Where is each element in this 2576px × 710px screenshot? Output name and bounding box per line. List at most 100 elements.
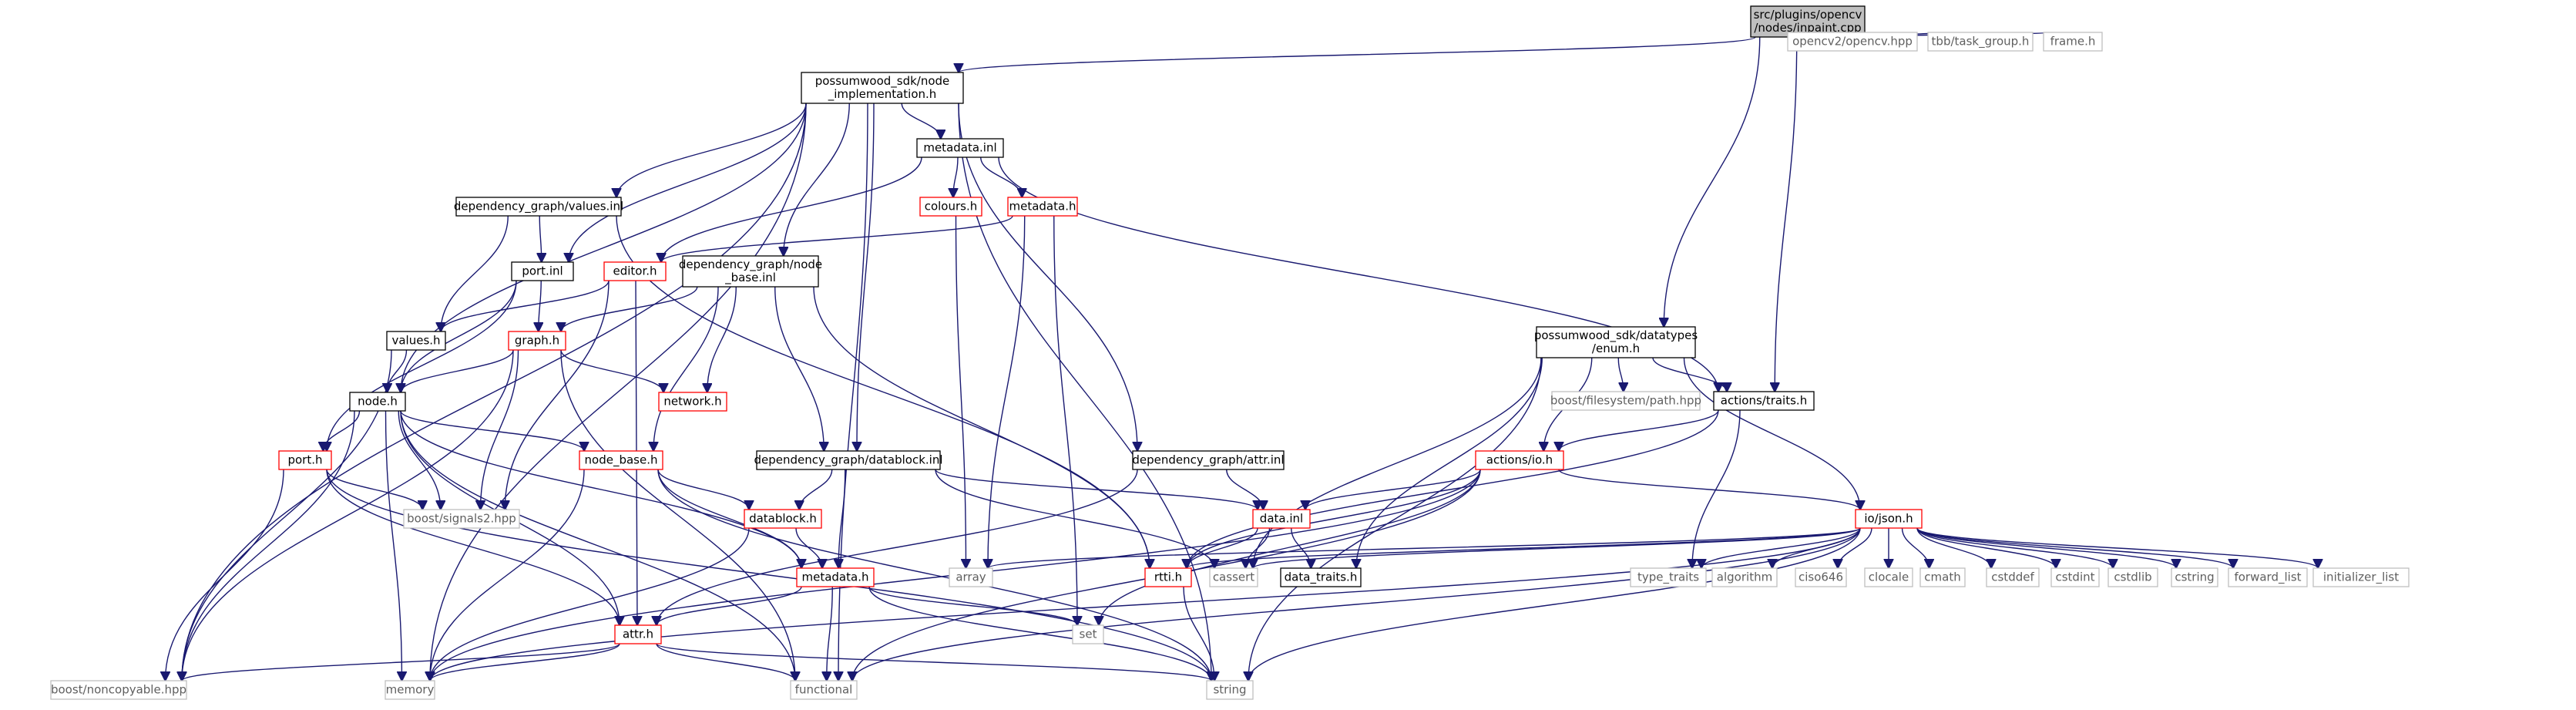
node-box [385,680,435,700]
node-label: boost/noncopyable.hpp [51,683,186,697]
node-box [1795,567,1847,587]
edge-nodeimpl-to-string [958,103,1211,681]
edge-metainl-to-editorh [661,156,922,262]
node-box [756,450,941,470]
node-box [603,261,667,281]
node-nodeimpl[interactable]: possumwood_sdk/node_implementation.h [801,72,964,104]
node-jsonh[interactable]: io/json.h [1855,509,1923,529]
edge-coloursh-to-array [955,215,966,568]
node-valuesinl[interactable]: dependency_graph/values.inl [454,197,623,217]
edge-attrh-to-noncopyable [182,643,620,681]
node-label: values.h [391,334,440,348]
edge-portinl-to-graphh [539,280,542,331]
node-label: attr.h [623,628,653,641]
node-label: string [1213,683,1246,697]
node-box [1280,567,1362,587]
node-cassert: cassert [1209,567,1258,587]
node-label: data.inl [1260,512,1303,526]
node-porth[interactable]: port.h [278,450,332,470]
node-datablockh[interactable]: datablock.h [744,509,822,529]
node-box [2228,567,2308,587]
edge-nodeh-to-nodebaseh [400,410,584,451]
node-portinl[interactable]: port.inl [511,261,574,281]
node-nodebaseh[interactable]: node_base.h [579,450,663,470]
edge-jsonh-to-cassert [1253,527,1861,568]
node-valuesh[interactable]: values.h [386,331,446,351]
edge-root-to-traitsh [1775,36,1798,392]
node-rttih[interactable]: rtti.h [1144,567,1192,587]
node-box [1986,567,2040,587]
edge-jsonh-to-typetraits [1701,527,1861,568]
node-box [1711,567,1778,587]
edge-metadatah1-to-editorh [661,215,1013,262]
node-box [1855,509,1923,529]
node-label: cstdint [2055,570,2094,584]
node-box [403,509,520,529]
edge-ioh-to-jsonh [1558,469,1860,510]
node-box [1864,567,1913,587]
edge-attrh-to-functional [656,643,795,681]
node-memory: memory [385,680,435,700]
node-label: _base.inl [724,271,776,285]
node-editorh[interactable]: editor.h [603,261,667,281]
node-attrinl[interactable]: dependency_graph/attr.inl [1132,450,1285,470]
node-box [1787,32,1918,52]
node-datatraits[interactable]: data_traits.h [1280,567,1362,587]
node-nodebaseinl[interactable]: dependency_graph/node_base.inl [679,255,822,288]
node-metadatah2[interactable]: metadata.h [796,567,875,587]
edge-jsonh-to-cstddef [1916,527,1991,568]
node-label: /enum.h [1592,342,1640,355]
node-label: metadata.h [802,570,869,584]
node-label: port.h [287,453,322,467]
node-string: string [1206,680,1254,700]
edge-enumh-to-datatraits [1356,357,1543,568]
edge-nodeh-to-boostsig [398,410,441,510]
node-datablockinl[interactable]: dependency_graph/datablock.inl [754,450,943,470]
node-label: cstddef [1991,570,2034,584]
edge-jsonh-to-ciso646 [1838,527,1872,568]
node-label: initializer_list [2323,570,2399,585]
node-graphh[interactable]: graph.h [508,331,566,351]
edge-nodeimpl-to-valuesinl [616,103,807,197]
edge-traitsh-to-ioh [1559,409,1719,451]
edge-nodeimpl-to-memory [430,103,807,681]
node-label: src/plugins/opencv [1754,8,1862,22]
node-box [386,331,446,351]
node-box [790,680,858,700]
node-ioh[interactable]: actions/io.h [1475,450,1564,470]
node-label: actions/io.h [1486,453,1553,467]
edge-nodebaseinl-to-graphh [561,286,698,331]
node-coloursh[interactable]: colours.h [919,197,982,217]
node-nodeh[interactable]: node.h [349,392,406,412]
edge-porth-to-boostsig [326,469,422,510]
node-noncopyable: boost/noncopyable.hpp [50,680,187,700]
node-traitsh[interactable]: actions/traits.h [1713,391,1815,411]
node-networkh[interactable]: network.h [658,392,727,412]
node-datainl[interactable]: data.inl [1252,509,1311,529]
edge-nodebaseinl-to-rttih [813,286,1150,568]
edge-traitsh-to-rttih [1187,409,1719,568]
node-label: type_traits [1637,570,1699,585]
node-box [1630,567,1707,587]
node-metainl[interactable]: metadata.inl [916,138,1004,158]
node-metadatah1[interactable]: metadata.h [1007,197,1078,217]
node-seth: set [1072,624,1104,644]
edges-layer [166,32,2319,681]
node-label: ciso646 [1798,570,1843,584]
node-label: rtti.h [1154,570,1182,584]
node-box [1144,567,1192,587]
edge-nodeimpl-to-attrinl [958,103,1137,451]
edge-nodebaseh-to-memory [430,469,585,681]
node-label: dependency_graph/node [679,257,822,272]
edge-jsonh-to-initlist [1916,527,2318,568]
node-boostsig: boost/signals2.hpp [403,509,520,529]
node-label: actions/traits.h [1721,394,1807,408]
node-label: cstdlib [2114,570,2151,584]
node-box [1919,567,1966,587]
node-cstddef: cstddef [1986,567,2040,587]
node-label: io/json.h [1864,512,1913,526]
edge-metadatah1-to-array [988,215,1026,568]
edge-nodeimpl-to-metainl [901,103,941,139]
node-enumh[interactable]: possumwood_sdk/datatypes/enum.h [1534,326,1698,358]
node-attrh[interactable]: attr.h [614,624,662,644]
